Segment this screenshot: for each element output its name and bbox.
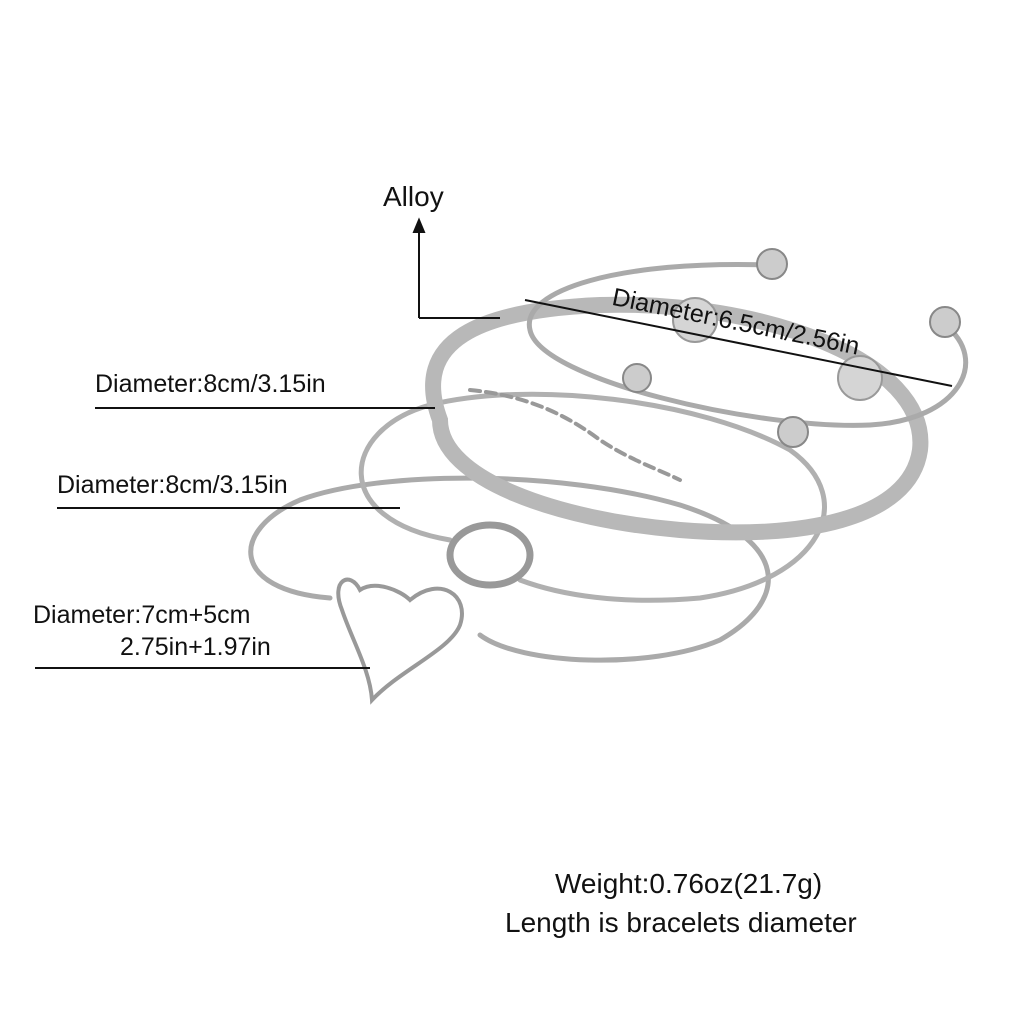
ball-bangle — [526, 248, 969, 448]
knot-bracelet — [358, 391, 827, 603]
size-note: Length is bracelets diameter — [505, 907, 857, 938]
heart-bracelet — [248, 475, 771, 705]
cuff-dimension-line — [95, 407, 435, 409]
heart-diameter-cm-label: Diameter:7cm+5cm — [33, 601, 251, 629]
weight-label: Weight:0.76oz(21.7g) — [555, 868, 823, 899]
knot-diameter-label: Diameter:8cm/3.15in — [57, 471, 288, 499]
arrow-up-icon — [412, 217, 426, 233]
chain — [468, 388, 682, 482]
knot-charm — [446, 521, 534, 589]
heart-charm — [336, 577, 464, 705]
knot-dimension-line — [57, 507, 400, 509]
bangle-dimension-line — [524, 299, 953, 387]
cuff-diameter-label: Diameter:8cm/3.15in — [95, 370, 326, 398]
heart-dimension-line — [35, 667, 370, 669]
material-label: Alloy — [383, 181, 444, 212]
heart-diameter-in-label: 2.75in+1.97in — [120, 633, 271, 661]
cuff-bracelet — [425, 296, 929, 541]
